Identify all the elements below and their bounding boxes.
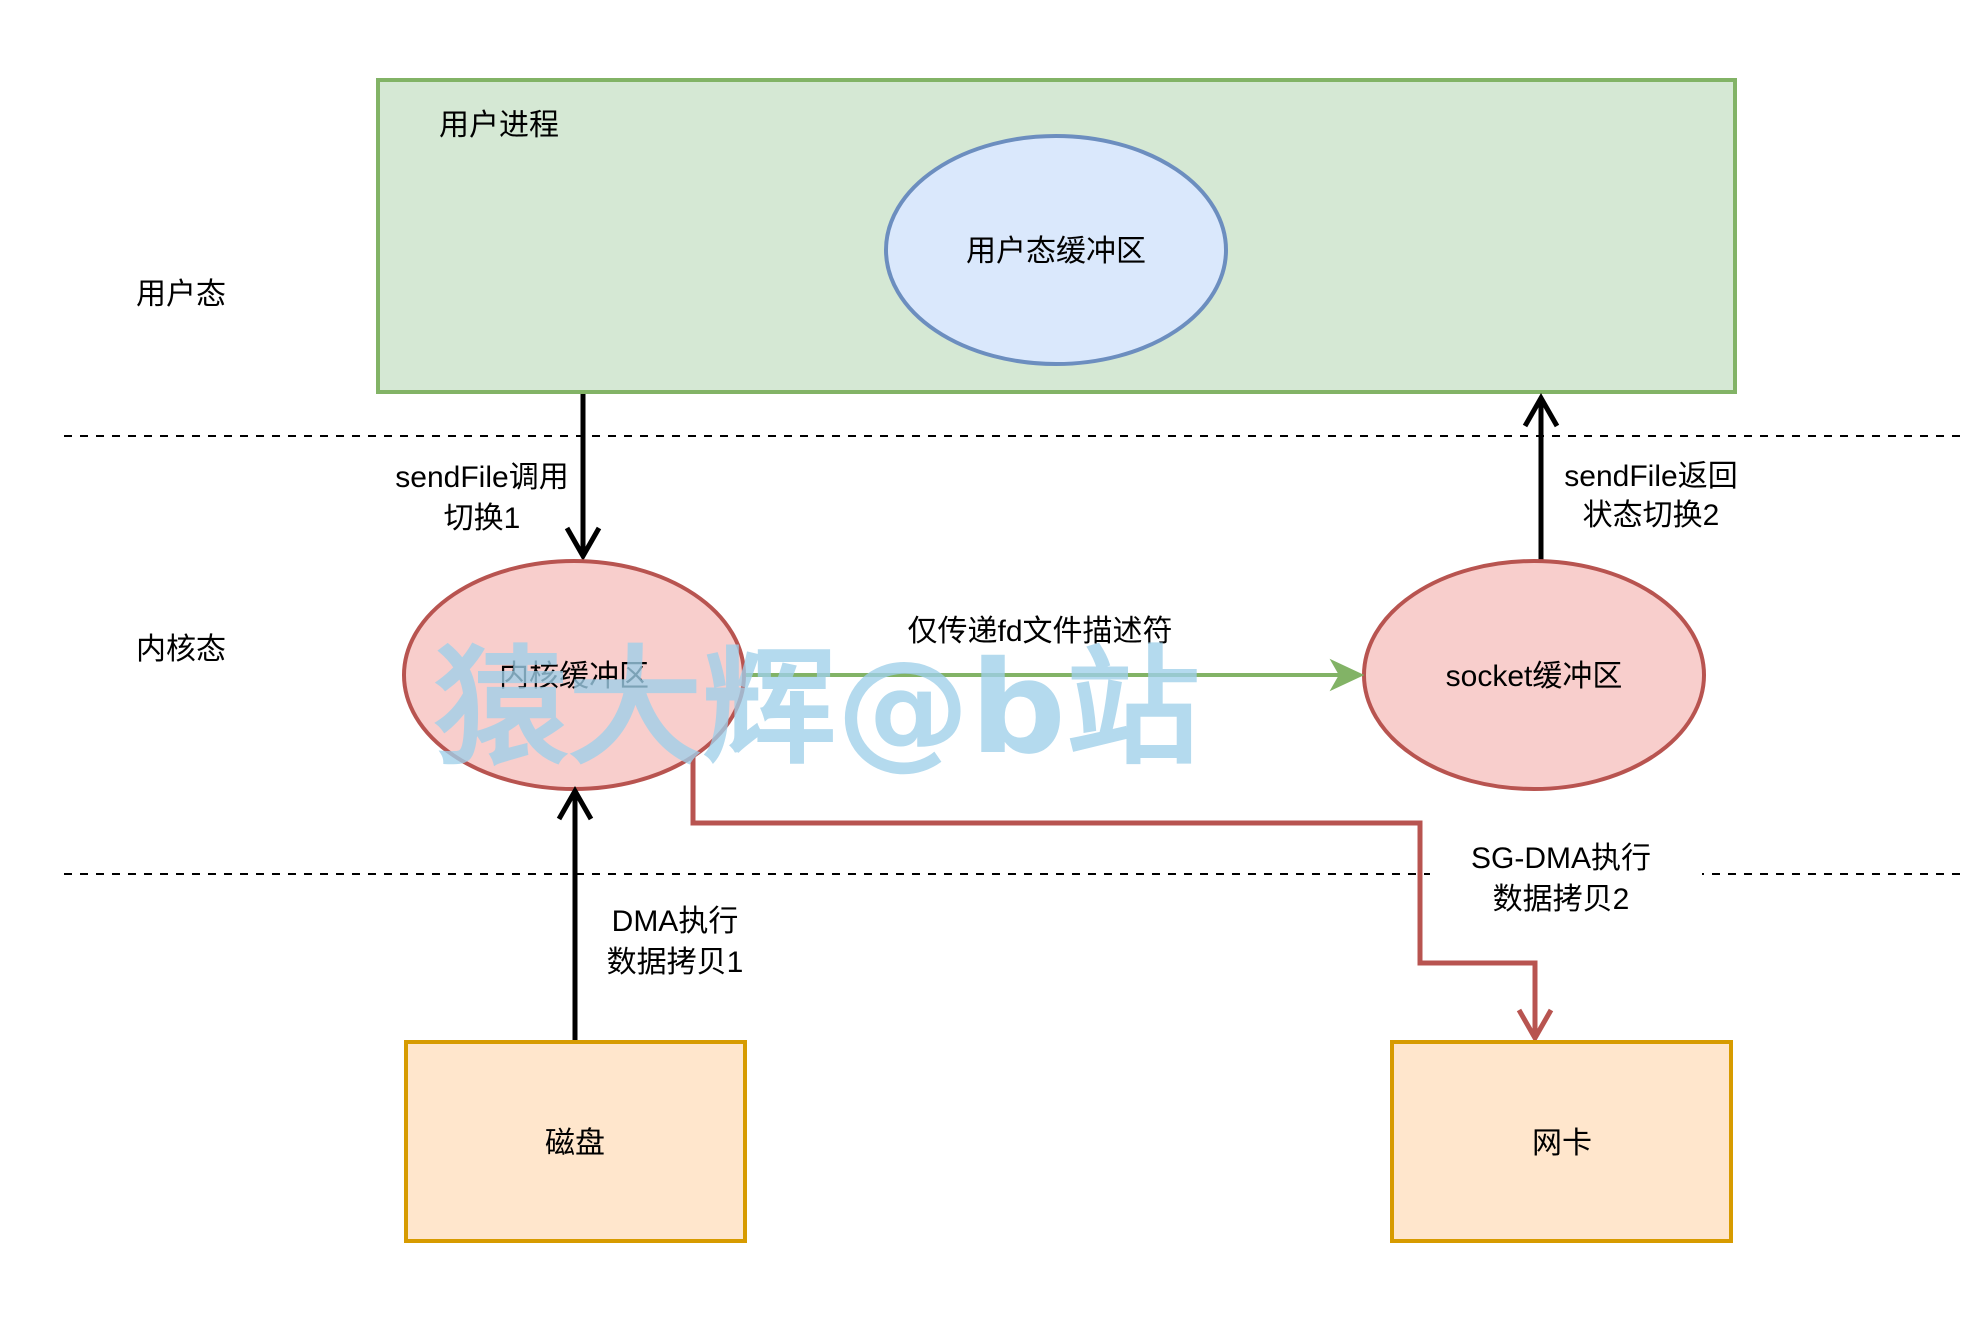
user-mode-label: 用户态 <box>136 278 226 311</box>
nic-node: 网卡 <box>1390 1040 1733 1243</box>
sg-dma-copy-arrow <box>690 756 1554 1044</box>
disk-rect <box>404 1040 747 1243</box>
user-buffer-ellipse <box>884 134 1228 366</box>
sendfile-return-label-2: 状态切换2 <box>1583 499 1720 532</box>
watermark: 猿大辉@b站 <box>434 634 1200 783</box>
sendfile-call-label-1: sendFile调用 <box>395 461 568 494</box>
kernel-mode-label: 内核态 <box>136 633 226 666</box>
user-buffer-label: 用户态缓冲区 <box>966 235 1146 268</box>
sendfile-call-label-2: 切换1 <box>444 502 521 535</box>
fd-pass-label: 仅传递fd文件描述符 <box>907 615 1172 648</box>
fd-pass-arrowhead <box>1329 658 1365 692</box>
nic-label: 网卡 <box>1532 1127 1592 1160</box>
nic-rect <box>1390 1040 1733 1243</box>
sg-dma-copy-arrowhead <box>1516 1008 1554 1044</box>
dma-copy-arrow <box>556 785 594 1042</box>
sendfile-return-arrowhead <box>1522 392 1560 428</box>
sg-dma-label-1: SG-DMA执行 <box>1471 842 1651 875</box>
sendfile-call-arrow <box>564 394 602 562</box>
sg-dma-copy-path <box>690 756 1538 1034</box>
kernel-buffer-node: 内核缓冲区 <box>402 559 746 791</box>
sendfile-return-arrow <box>1522 392 1560 561</box>
kernel-buffer-label: 内核缓冲区 <box>499 660 649 693</box>
dma-copy-arrowhead <box>556 785 594 821</box>
disk-label: 磁盘 <box>545 1127 605 1160</box>
sg-dma-label-background <box>1430 835 1702 927</box>
sendfile-return-label-1: sendFile返回 <box>1564 460 1737 493</box>
disk-node: 磁盘 <box>404 1040 747 1243</box>
sg-dma-label-2: 数据拷贝2 <box>1493 883 1630 916</box>
fd-pass-arrow <box>746 658 1365 692</box>
user-process-title: 用户进程 <box>439 109 559 142</box>
dma-copy-label-2: 数据拷贝1 <box>607 946 744 979</box>
dma-copy-label-1: DMA执行 <box>612 905 739 938</box>
sendfile-call-arrowhead <box>564 526 602 562</box>
socket-buffer-node: socket缓冲区 <box>1362 559 1706 791</box>
user-buffer-node: 用户态缓冲区 <box>884 134 1228 366</box>
socket-buffer-label: socket缓冲区 <box>1446 660 1623 693</box>
